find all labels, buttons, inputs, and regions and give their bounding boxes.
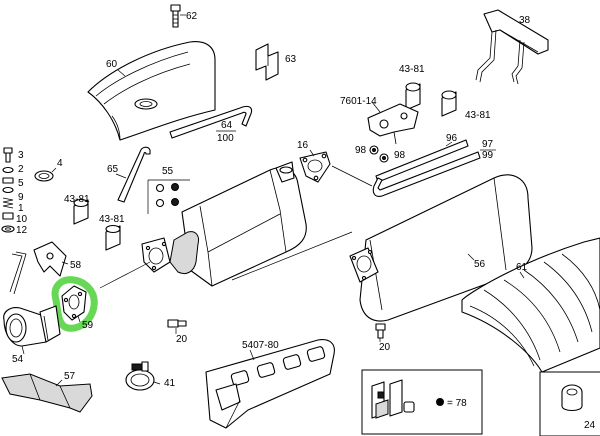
label-43-81-mid-right: 43-81	[99, 214, 125, 225]
assembly-center-lines	[99, 165, 373, 289]
part-61-corrugated-shield[interactable]	[461, 237, 600, 373]
part-43-81-mount-mid-left[interactable]	[73, 198, 89, 225]
part-64-pipe[interactable]	[169, 105, 253, 139]
part-4-gasket-ring[interactable]	[34, 170, 54, 182]
part-16-gasket[interactable]	[299, 151, 331, 183]
label-97: 97	[482, 139, 494, 150]
label-16: 16	[297, 140, 309, 151]
label-24: 24	[584, 420, 596, 431]
label-43-81-top: 43-81	[399, 64, 425, 75]
part-7601-14-bracket[interactable]	[367, 103, 419, 145]
label-12: 12	[16, 225, 28, 236]
part-3-bolt[interactable]	[3, 147, 13, 163]
part-9-washer[interactable]	[2, 186, 14, 194]
label-98-right: 98	[394, 150, 406, 161]
part-59-gasket-highlighted[interactable]	[51, 276, 98, 332]
part-41-clamp[interactable]	[125, 361, 155, 391]
part-57-lower-shield[interactable]	[1, 373, 93, 413]
part-10-nut[interactable]	[2, 212, 14, 220]
part-38-mounting-bracket[interactable]	[475, 9, 549, 85]
part-12-washer[interactable]	[1, 225, 15, 233]
label-9: 9	[18, 192, 24, 203]
part-dpf-filter[interactable]	[169, 161, 307, 287]
label-55: 55	[162, 166, 174, 177]
label-99: 99	[482, 150, 494, 161]
callout-labels: 62 60 63 38 43-81 7601-14 43-81 64 100 9…	[12, 11, 596, 431]
label-43-81-mid-left: 43-81	[64, 194, 90, 205]
black-dot-icon	[436, 398, 444, 406]
part-43-81-mount-top[interactable]	[405, 82, 421, 111]
part-dpf-inlet-flange[interactable]	[141, 237, 171, 273]
part-98-clip-left[interactable]	[369, 145, 379, 155]
label-54: 54	[12, 354, 24, 365]
part-58-hanger[interactable]	[9, 241, 67, 295]
label-1: 1	[18, 203, 24, 214]
part-2-washer[interactable]	[2, 166, 14, 174]
label-2: 2	[18, 164, 24, 175]
part-65-pipe[interactable]	[117, 146, 151, 203]
label-10: 10	[16, 214, 28, 225]
highlight-ring	[51, 276, 98, 332]
part-43-81-mount-mid-right[interactable]	[105, 224, 121, 251]
label-56: 56	[474, 259, 486, 270]
part-60-heat-shield[interactable]	[87, 41, 216, 141]
label-38: 38	[519, 15, 531, 26]
label-5: 5	[18, 178, 24, 189]
label-65: 65	[107, 164, 119, 175]
label-98-left: 98	[355, 145, 367, 156]
label-64: 64	[221, 120, 233, 131]
part-5407-80-manifold[interactable]	[205, 339, 335, 429]
label-58: 58	[70, 260, 82, 271]
part-98-clip-right[interactable]	[379, 153, 389, 163]
part-63-bracket[interactable]	[255, 43, 279, 81]
callout-leader-lines	[21, 101, 525, 387]
label-100: 100	[217, 133, 234, 144]
part-54-front-pipe[interactable]	[3, 305, 61, 347]
part-20-bolt-left[interactable]	[167, 319, 187, 328]
part-20-bolt-right[interactable]	[375, 323, 386, 339]
label-3: 3	[18, 150, 24, 161]
legend-box-78	[361, 369, 483, 435]
part-97-99-pipe[interactable]	[372, 151, 481, 197]
label-60: 60	[106, 59, 118, 70]
label-20-left: 20	[176, 334, 188, 345]
label-20-right: 20	[379, 342, 391, 353]
label-63: 63	[285, 54, 297, 65]
label-96: 96	[446, 133, 458, 144]
label-4: 4	[57, 158, 63, 169]
label-59: 59	[82, 320, 94, 331]
label-57: 57	[64, 371, 76, 382]
label-43-81-right: 43-81	[465, 110, 491, 121]
label-62: 62	[186, 11, 198, 22]
label-61: 61	[516, 262, 528, 273]
legend-box-24	[539, 371, 600, 436]
label-41: 41	[164, 378, 176, 389]
part-62-bolt[interactable]	[170, 4, 181, 28]
part-55-hardware-set[interactable]	[147, 179, 190, 214]
part-5-nut[interactable]	[2, 177, 14, 184]
part-1-spring[interactable]	[2, 197, 14, 209]
part-43-81-mount-right[interactable]	[441, 90, 457, 117]
label-78: = 78	[447, 398, 467, 409]
label-7601-14: 7601-14	[340, 96, 377, 107]
label-5407-80: 5407-80	[242, 340, 279, 351]
